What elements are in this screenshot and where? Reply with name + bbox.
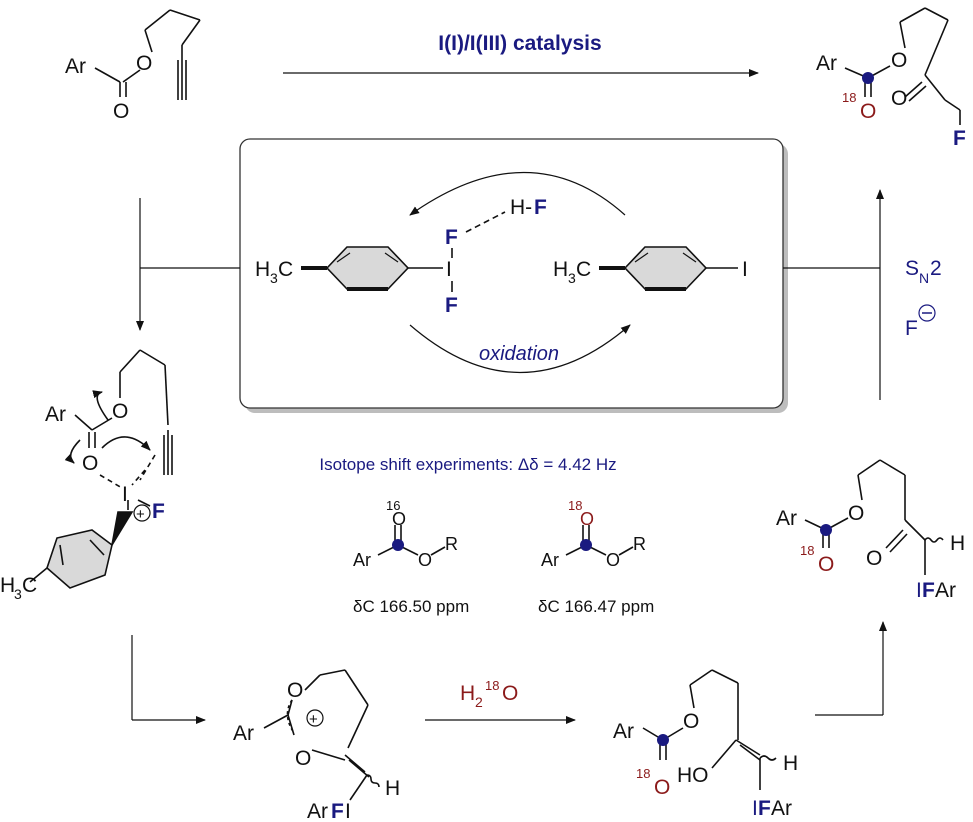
hf-f: F [534, 196, 547, 219]
shift-16: δC 166.50 ppm [353, 597, 469, 616]
atom-ar: Ar [776, 507, 797, 530]
isotope-label-18: 18 [800, 543, 814, 558]
atom-i: I [742, 258, 748, 281]
methyl-h: H [0, 574, 15, 597]
enol-intermediate [642, 669, 777, 790]
arfi-ar: Ar [307, 800, 328, 822]
atom-o: O [848, 502, 864, 525]
iodane-ar: Ar [771, 797, 792, 820]
atom-i-plus: I [122, 483, 128, 506]
minus-charge [918, 304, 936, 322]
atom-ar: Ar [233, 722, 254, 745]
methyl-sub: 3 [270, 270, 278, 286]
methyl-c: C [576, 258, 591, 281]
atom-o-18: O [580, 509, 594, 529]
shift-18: δC 166.47 ppm [538, 597, 654, 616]
atom-o: O [136, 52, 152, 75]
labelled-carbon [862, 72, 874, 84]
atom-f: F [445, 226, 458, 249]
atom-o: O [112, 400, 128, 423]
dioxolenium-intermediate [263, 669, 380, 801]
ester-18o [565, 525, 634, 556]
atom-o: O [295, 747, 311, 770]
isotope-label-18: 18 [842, 90, 856, 105]
labelled-carbon [820, 524, 832, 536]
atom-ar: Ar [65, 55, 86, 78]
methyl-h: H [553, 258, 568, 281]
atom-ar: Ar [613, 720, 634, 743]
fluoride-f: F [905, 317, 918, 340]
atom-o-18: O [654, 776, 670, 799]
atom-i: I [446, 258, 452, 281]
cycle-arc-top [409, 171, 626, 216]
atom-h: H [783, 752, 798, 775]
atom-ho: HO [677, 764, 709, 787]
iodane-f: F [758, 797, 771, 820]
iodane-i: I [916, 579, 922, 602]
methyl-h: H [255, 258, 270, 281]
methyl-sub: 3 [568, 270, 576, 286]
atom-r: R [633, 534, 646, 554]
isotope-label-18: 18 [636, 766, 650, 781]
ester-16o [377, 525, 446, 556]
atom-ar: Ar [353, 550, 371, 570]
iodane-i: I [752, 797, 758, 820]
atom-ar: Ar [816, 52, 837, 75]
h2o-18: 18 [485, 678, 499, 693]
iodoarene-catalyst: H 3 C I [553, 246, 748, 291]
atom-h: H [950, 532, 965, 555]
sn2-n: N [919, 270, 929, 286]
atom-r: R [445, 534, 458, 554]
labelled-carbon [580, 539, 592, 551]
labelled-carbon [657, 734, 669, 746]
cycle-arc-bottom [409, 324, 631, 373]
atom-o: O [287, 679, 303, 702]
h2o-2: 2 [475, 694, 483, 710]
sn2-2: 2 [930, 257, 942, 280]
atom-h: H [385, 777, 400, 800]
atom-ar: Ar [541, 550, 559, 570]
atom-f: F [953, 127, 966, 150]
plus-sign: + [309, 711, 318, 728]
arfi-f: F [331, 800, 344, 822]
atom-f: F [445, 294, 458, 317]
catalysis-title: I(I)/I(III) catalysis [438, 32, 601, 55]
oxidation-label: oxidation [479, 343, 559, 365]
atom-o: O [891, 49, 907, 72]
atom-o: O [392, 509, 406, 529]
atom-o-18: O [818, 553, 834, 576]
isotope-label-16: 16 [386, 498, 400, 513]
h2o-h: H [460, 682, 475, 705]
atom-o: O [891, 87, 907, 110]
labelled-carbon [392, 539, 404, 551]
methyl-c: C [22, 574, 37, 597]
atom-f: F [152, 500, 165, 523]
plus-charge [133, 504, 151, 522]
atom-o: O [683, 710, 699, 733]
cycle-box [239, 138, 784, 409]
activated-alkyne-complex [29, 349, 173, 589]
hf-h: H- [510, 196, 532, 219]
sn2-s: S [905, 257, 919, 280]
h2o-o: O [502, 682, 518, 705]
atom-o: O [866, 547, 882, 570]
atom-o: O [418, 550, 432, 570]
atom-o: O [113, 100, 129, 123]
plus-sign: + [136, 506, 145, 523]
atom-o-18: O [860, 100, 876, 123]
atom-o: O [606, 550, 620, 570]
isotope-heading: Isotope shift experiments: Δδ = 4.42 Hz [319, 455, 616, 474]
arfi-i: I [345, 800, 351, 822]
methyl-c: C [278, 258, 293, 281]
isotope-label-18: 18 [568, 498, 582, 513]
atom-ar: Ar [45, 403, 66, 426]
difluoroiodane-catalyst: H 3 C I F F H- F [255, 196, 547, 317]
plus-charge [306, 709, 324, 727]
iodane-f: F [922, 579, 935, 602]
atom-o: O [82, 452, 98, 475]
methyl-sub: 3 [14, 586, 22, 602]
iodane-ar: Ar [935, 579, 956, 602]
starting-alkyne-ester [94, 9, 201, 100]
